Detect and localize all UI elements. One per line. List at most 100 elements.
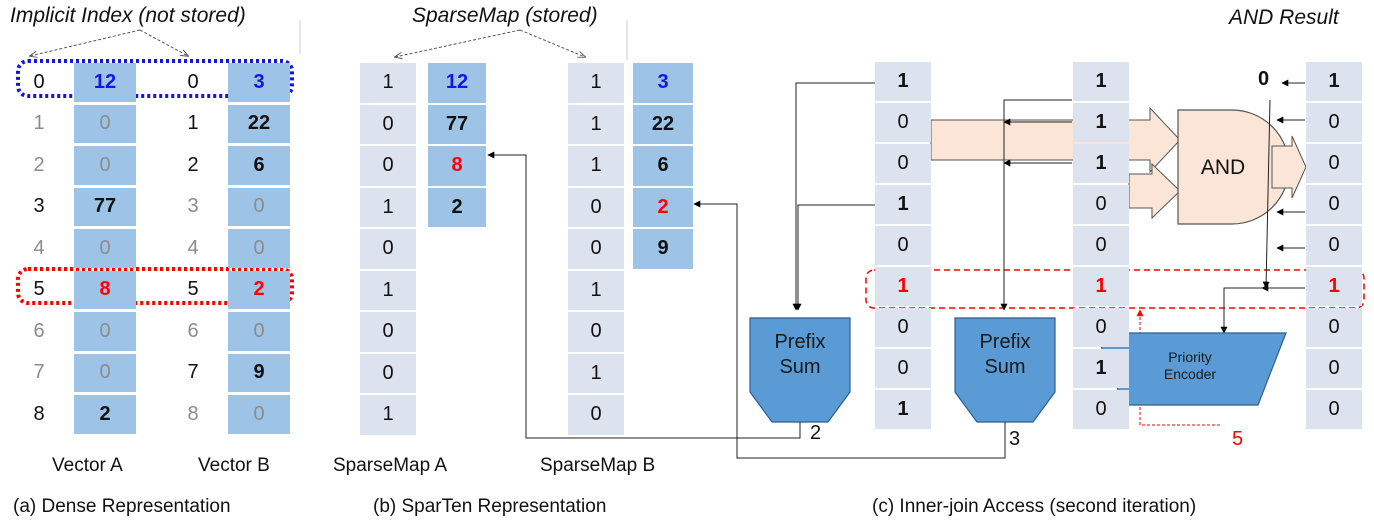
sparsemap-b-bit: 1 (568, 63, 624, 103)
inner-join-map-b-bit: 1 (1073, 103, 1129, 142)
and-result-bit: 0 (1306, 349, 1362, 388)
vector-b-value: 2 (228, 270, 290, 309)
and-result-bit: 1 (1306, 62, 1362, 101)
priority-encoder-label: Priority Encoder (1163, 348, 1217, 383)
vector-b-index: 8 (187, 402, 199, 425)
implicit-index-header: Implicit Index (not stored) (10, 4, 246, 27)
vector-b-index: 5 (187, 278, 199, 301)
sparsemap-arrow-left (395, 29, 521, 57)
sparsemap-a-bit: 1 (360, 395, 416, 435)
sparse-values-b-cell: 9 (633, 229, 693, 269)
sparsemap-a-bit: 0 (360, 104, 416, 144)
sparsemap-b-bit: 1 (568, 270, 624, 310)
inner-join-map-a-bit: 0 (875, 226, 931, 265)
sparsemap-b-bit: 1 (568, 353, 624, 393)
prefix-sum-b-output: 3 (1009, 428, 1021, 450)
inner-join-map-b-bit: 1 (1073, 267, 1129, 306)
prefix-a-to-value-a (487, 151, 801, 439)
and-output-arrow (1271, 135, 1307, 199)
vector-b-index: 6 (187, 319, 199, 342)
sparsemap-a-bit: 0 (360, 353, 416, 393)
sparsemap-b-bit: 0 (568, 395, 624, 435)
row-5-highlight (16, 267, 294, 305)
vector-b-index: 1 (187, 112, 199, 135)
map-a-top-feed (792, 82, 875, 311)
prefix-sum-a-label: Prefix Sum (774, 331, 826, 378)
vector-a-value: 77 (74, 187, 136, 226)
map-a-prefix-feed (794, 204, 875, 311)
sparsemap-b-bit: 1 (568, 146, 624, 186)
implicit-arrow-right (139, 29, 188, 56)
sparse-values-a-cell: 12 (428, 63, 486, 103)
sparse-values-b-cell: 22 (633, 104, 693, 144)
sparsemap-b-bit: 0 (568, 229, 624, 269)
vector-a-index: 8 (33, 402, 45, 425)
vector-b-value: 0 (228, 395, 290, 434)
sparse-values-b-cell: 6 (633, 146, 693, 186)
vector-b-value: 0 (228, 312, 290, 351)
inner-join-map-a-bit: 1 (875, 62, 931, 101)
sparse-values-a-cell: 8 (428, 146, 486, 186)
vector-a-index: 6 (33, 319, 45, 342)
and-result-header: AND Result (1229, 6, 1339, 29)
prefix-sum-b-label: Prefix Sum (979, 331, 1031, 378)
inner-join-map-a-bit: 1 (875, 267, 931, 306)
and-gate-label: AND (1200, 155, 1246, 179)
inner-join-map-a-bit: 0 (875, 308, 931, 347)
priority-encoder-feed (1220, 287, 1305, 334)
vector-a-value: 0 (74, 229, 136, 268)
vector-b-index: 4 (187, 236, 199, 259)
vector-a-label: Vector A (52, 455, 123, 476)
vector-b-label: Vector B (198, 455, 270, 476)
vector-a-value: 0 (74, 312, 136, 351)
and-result-bit: 0 (1306, 144, 1362, 183)
prefix-b-to-value-b (693, 200, 1006, 459)
vector-a-value: 0 (74, 104, 136, 143)
sparsemap-b-bit: 0 (568, 187, 624, 227)
inner-join-map-b-bit: 0 (1073, 185, 1129, 224)
sparsemap-a-bit: 0 (360, 146, 416, 186)
sparsemap-a-bit: 1 (360, 270, 416, 310)
caption-b: (b) SparTen Representation (373, 496, 607, 517)
vector-b-value: 22 (228, 104, 290, 143)
caption-c: (c) Inner-join Access (second iteration) (872, 496, 1197, 517)
sparsemap-b-bit: 1 (568, 104, 624, 144)
sparsemap-a-bit: 0 (360, 312, 416, 352)
vector-a-index: 1 (33, 112, 45, 135)
prefix-sum-a (749, 317, 851, 423)
sparsemap-a-bit: 0 (360, 229, 416, 269)
and-output-down (1262, 99, 1271, 289)
vector-b-index: 2 (187, 153, 199, 176)
vector-a-value: 8 (74, 270, 136, 309)
vector-b-value: 3 (228, 63, 290, 102)
inner-join-map-b-bit: 0 (1073, 226, 1129, 265)
sparsemap-a-bit: 1 (360, 187, 416, 227)
sparse-values-a-cell: 77 (428, 104, 486, 144)
inner-join-map-a-bit: 0 (875, 349, 931, 388)
vector-b-value: 0 (228, 229, 290, 268)
inner-join-map-b-bit: 0 (1073, 390, 1129, 429)
vector-a-index: 0 (33, 70, 45, 93)
vector-b-value: 0 (228, 187, 290, 226)
sparse-values-a-cell: 2 (428, 187, 486, 227)
sparsemap-stored-header: SparseMap (stored) (412, 4, 598, 27)
and-result-bit: 0 (1306, 308, 1362, 347)
and-result-bit: 0 (1306, 226, 1362, 265)
map-b-to-and-arrow (1128, 162, 1181, 220)
priority-encoder-output: 5 (1232, 428, 1244, 450)
inner-join-map-a-bit: 1 (875, 185, 931, 224)
caption-a: (a) Dense Representation (13, 496, 231, 517)
sparsemap-b-label: SparseMap B (540, 455, 656, 476)
sparse-values-b-cell: 2 (633, 187, 693, 227)
vector-a-value: 12 (74, 63, 136, 102)
vector-b-value: 9 (228, 353, 290, 392)
inner-join-map-b-bit: 1 (1073, 144, 1129, 183)
inner-join-map-b-bit: 0 (1073, 308, 1129, 347)
sparsemap-a-bit: 1 (360, 63, 416, 103)
inner-join-map-a-bit: 0 (875, 144, 931, 183)
vector-a-index: 4 (33, 236, 45, 259)
prefix-sum-a-output: 2 (810, 422, 822, 444)
vector-a-index: 5 (33, 278, 45, 301)
sparsemap-arrow-right (519, 29, 585, 57)
inner-join-map-a-bit: 0 (875, 103, 931, 142)
